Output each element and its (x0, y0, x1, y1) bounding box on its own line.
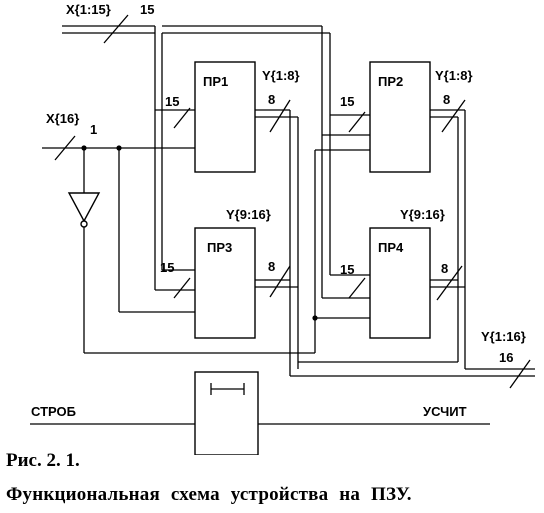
rom-block-pr2: ПР2 15 Y{1:8} 8 (340, 61, 473, 173)
pr4-name: ПР4 (378, 240, 404, 255)
figure-title: Функциональная схема устройства на ПЗУ. (6, 484, 412, 505)
strobe-input-label: СТРОБ (31, 404, 76, 419)
strobe-circuit (30, 371, 490, 455)
pr2-output-label: Y{1:8} (435, 68, 473, 83)
pr4-input-width: 15 (340, 262, 354, 277)
address-bus-label: X{1:15} (66, 2, 111, 17)
select-line-label: X{16} (46, 111, 79, 126)
bus-width-ticks (173, 99, 531, 389)
pr3-name: ПР3 (207, 240, 232, 255)
pr4-output-label: Y{9:16} (400, 207, 445, 222)
rom-block-pr4: ПР4 15 Y{9:16} 8 (340, 207, 448, 339)
inverter-symbol (67, 192, 101, 228)
pr1-output-width: 8 (268, 92, 275, 107)
address-bus (62, 14, 370, 299)
output-bus-label: Y{1:16} (481, 329, 526, 344)
rom-device-schematic: X{1:15} 15 X{16} 1 (30, 2, 535, 455)
pr1-name: ПР1 (203, 74, 228, 89)
strobe-output-label: УСЧИТ (423, 404, 467, 419)
pr1-output-label: Y{1:8} (262, 68, 300, 83)
pr2-name: ПР2 (378, 74, 403, 89)
select-line-width: 1 (90, 122, 97, 137)
pr2-output-width: 8 (443, 92, 450, 107)
pr2-input-width: 15 (340, 94, 354, 109)
output-bus-high (255, 109, 535, 377)
figure-number: Рис. 2. 1. (6, 450, 80, 471)
select-line (42, 135, 370, 354)
address-bus-width: 15 (140, 2, 154, 17)
pr3-output-label: Y{9:16} (226, 207, 271, 222)
output-bus-width: 16 (499, 350, 513, 365)
rom-block-pr3: ПР3 15 Y{9:16} 8 (160, 207, 275, 339)
pr1-input-width: 15 (165, 94, 179, 109)
pr3-output-width: 8 (268, 259, 275, 274)
pr4-output-width: 8 (441, 261, 448, 276)
rom-block-pr1: ПР1 15 Y{1:8} 8 (165, 61, 300, 173)
pr3-input-width: 15 (160, 260, 174, 275)
